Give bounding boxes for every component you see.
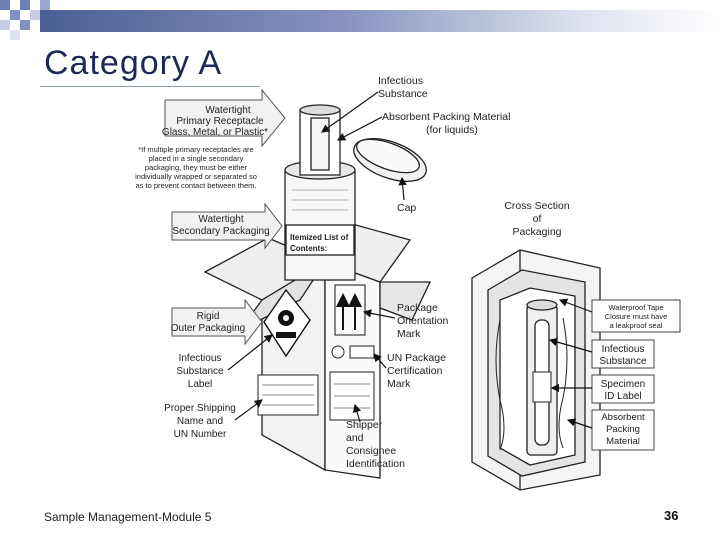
- xs-heading-1: Cross Section: [504, 200, 570, 212]
- xs-infectious-1: Infectious: [602, 344, 645, 355]
- xs-specimen-1: Specimen: [601, 379, 645, 390]
- header-gradient-bar: [40, 10, 720, 32]
- note-multiple-1: *If multiple primary receptacles are: [138, 145, 253, 154]
- cross-section-drawing: [471, 249, 601, 491]
- label-watertight-primary-2: Primary Receptacle: [176, 116, 264, 127]
- primary-receptacle: [299, 104, 341, 176]
- title-underline: [40, 86, 260, 87]
- contents-label-line1: Itemized List of: [290, 233, 349, 242]
- slide-title: Category A: [44, 44, 223, 82]
- xs-pointer-lines: [548, 298, 593, 429]
- label-infectious-substance-1: Infectious: [378, 75, 423, 87]
- xs-waterproof-1: Waterproof Tape: [608, 303, 663, 312]
- note-multiple-5: as to prevent contact between them.: [136, 181, 257, 190]
- label-infectious-1: Infectious: [179, 353, 222, 364]
- xs-waterproof-3: a leakproof seal: [610, 321, 663, 330]
- label-rigid-outer-2: Outer Packaging: [171, 323, 246, 334]
- xs-infectious-2: Substance: [599, 356, 647, 367]
- label-orientation-3: Mark: [397, 328, 421, 340]
- xs-absorbent-2: Packing: [606, 424, 640, 435]
- xs-absorbent-3: Material: [606, 436, 640, 447]
- label-un-cert-2: Certification: [387, 365, 443, 377]
- xs-waterproof-2: Closure must have: [605, 312, 668, 321]
- right-pointer-lines: [321, 91, 407, 423]
- label-watertight-primary-1: Watertight: [205, 105, 250, 116]
- label-un-cert-3: Mark: [387, 378, 411, 390]
- left-callout-arrows: [164, 88, 286, 346]
- note-multiple-3: packaging, they must be either: [145, 163, 248, 172]
- label-absorbent-1: Absorbent Packing Material: [382, 111, 510, 123]
- cap: [353, 138, 427, 182]
- note-multiple-4: individually wrapped or separated so: [135, 172, 257, 181]
- label-watertight-secondary-2: Secondary Packaging: [172, 226, 269, 237]
- label-watertight-secondary-1: Watertight: [198, 214, 243, 225]
- secondary-container: Itemized List of Contents:: [284, 160, 356, 281]
- label-orientation-2: Orientation: [397, 315, 449, 327]
- xs-absorbent-1: Absorbent: [601, 412, 645, 423]
- label-shipper-2: and: [346, 432, 364, 444]
- left-labels: Watertight Primary Receptacle Glass, Met…: [135, 105, 270, 440]
- xs-labels: Waterproof Tape Closure must have a leak…: [599, 303, 667, 447]
- label-shipper-1: Shipper: [346, 419, 383, 431]
- contents-label-line2: Contents:: [290, 244, 327, 253]
- label-proper-shipping-2: Name and: [177, 416, 223, 427]
- note-multiple-2: placed in a single secondary: [149, 154, 244, 163]
- page-number: 36: [664, 508, 679, 523]
- biohazard-label: [263, 288, 311, 358]
- xs-heading-2: of: [533, 213, 542, 225]
- xs-specimen-2: ID Label: [604, 391, 641, 402]
- box-markings: [257, 345, 375, 421]
- checker-decoration: [0, 0, 50, 40]
- label-rigid-outer-1: Rigid: [197, 311, 220, 322]
- label-absorbent-2: (for liquids): [426, 124, 478, 136]
- right-labels: Infectious Substance Absorbent Packing M…: [346, 75, 510, 470]
- label-infectious-3: Label: [188, 379, 212, 390]
- cross-section-heading: Cross Section of Packaging: [504, 200, 570, 238]
- label-shipper-3: Consignee: [346, 445, 396, 457]
- label-watertight-primary-3: Glass, Metal, or Plastic*: [162, 127, 268, 138]
- label-proper-shipping-1: Proper Shipping: [164, 403, 236, 414]
- label-orientation-1: Package: [397, 302, 438, 314]
- xs-label-boxes: [591, 299, 681, 451]
- label-proper-shipping-3: UN Number: [174, 429, 227, 440]
- label-infectious-substance-2: Substance: [378, 88, 428, 100]
- label-un-cert-1: UN Package: [387, 352, 446, 364]
- label-infectious-2: Substance: [176, 366, 224, 377]
- label-cap: Cap: [397, 202, 416, 214]
- slide-footer: Sample Management-Module 5: [44, 510, 212, 524]
- left-pointer-lines: [227, 334, 273, 421]
- xs-heading-3: Packaging: [512, 226, 561, 238]
- label-shipper-4: Identification: [346, 458, 405, 470]
